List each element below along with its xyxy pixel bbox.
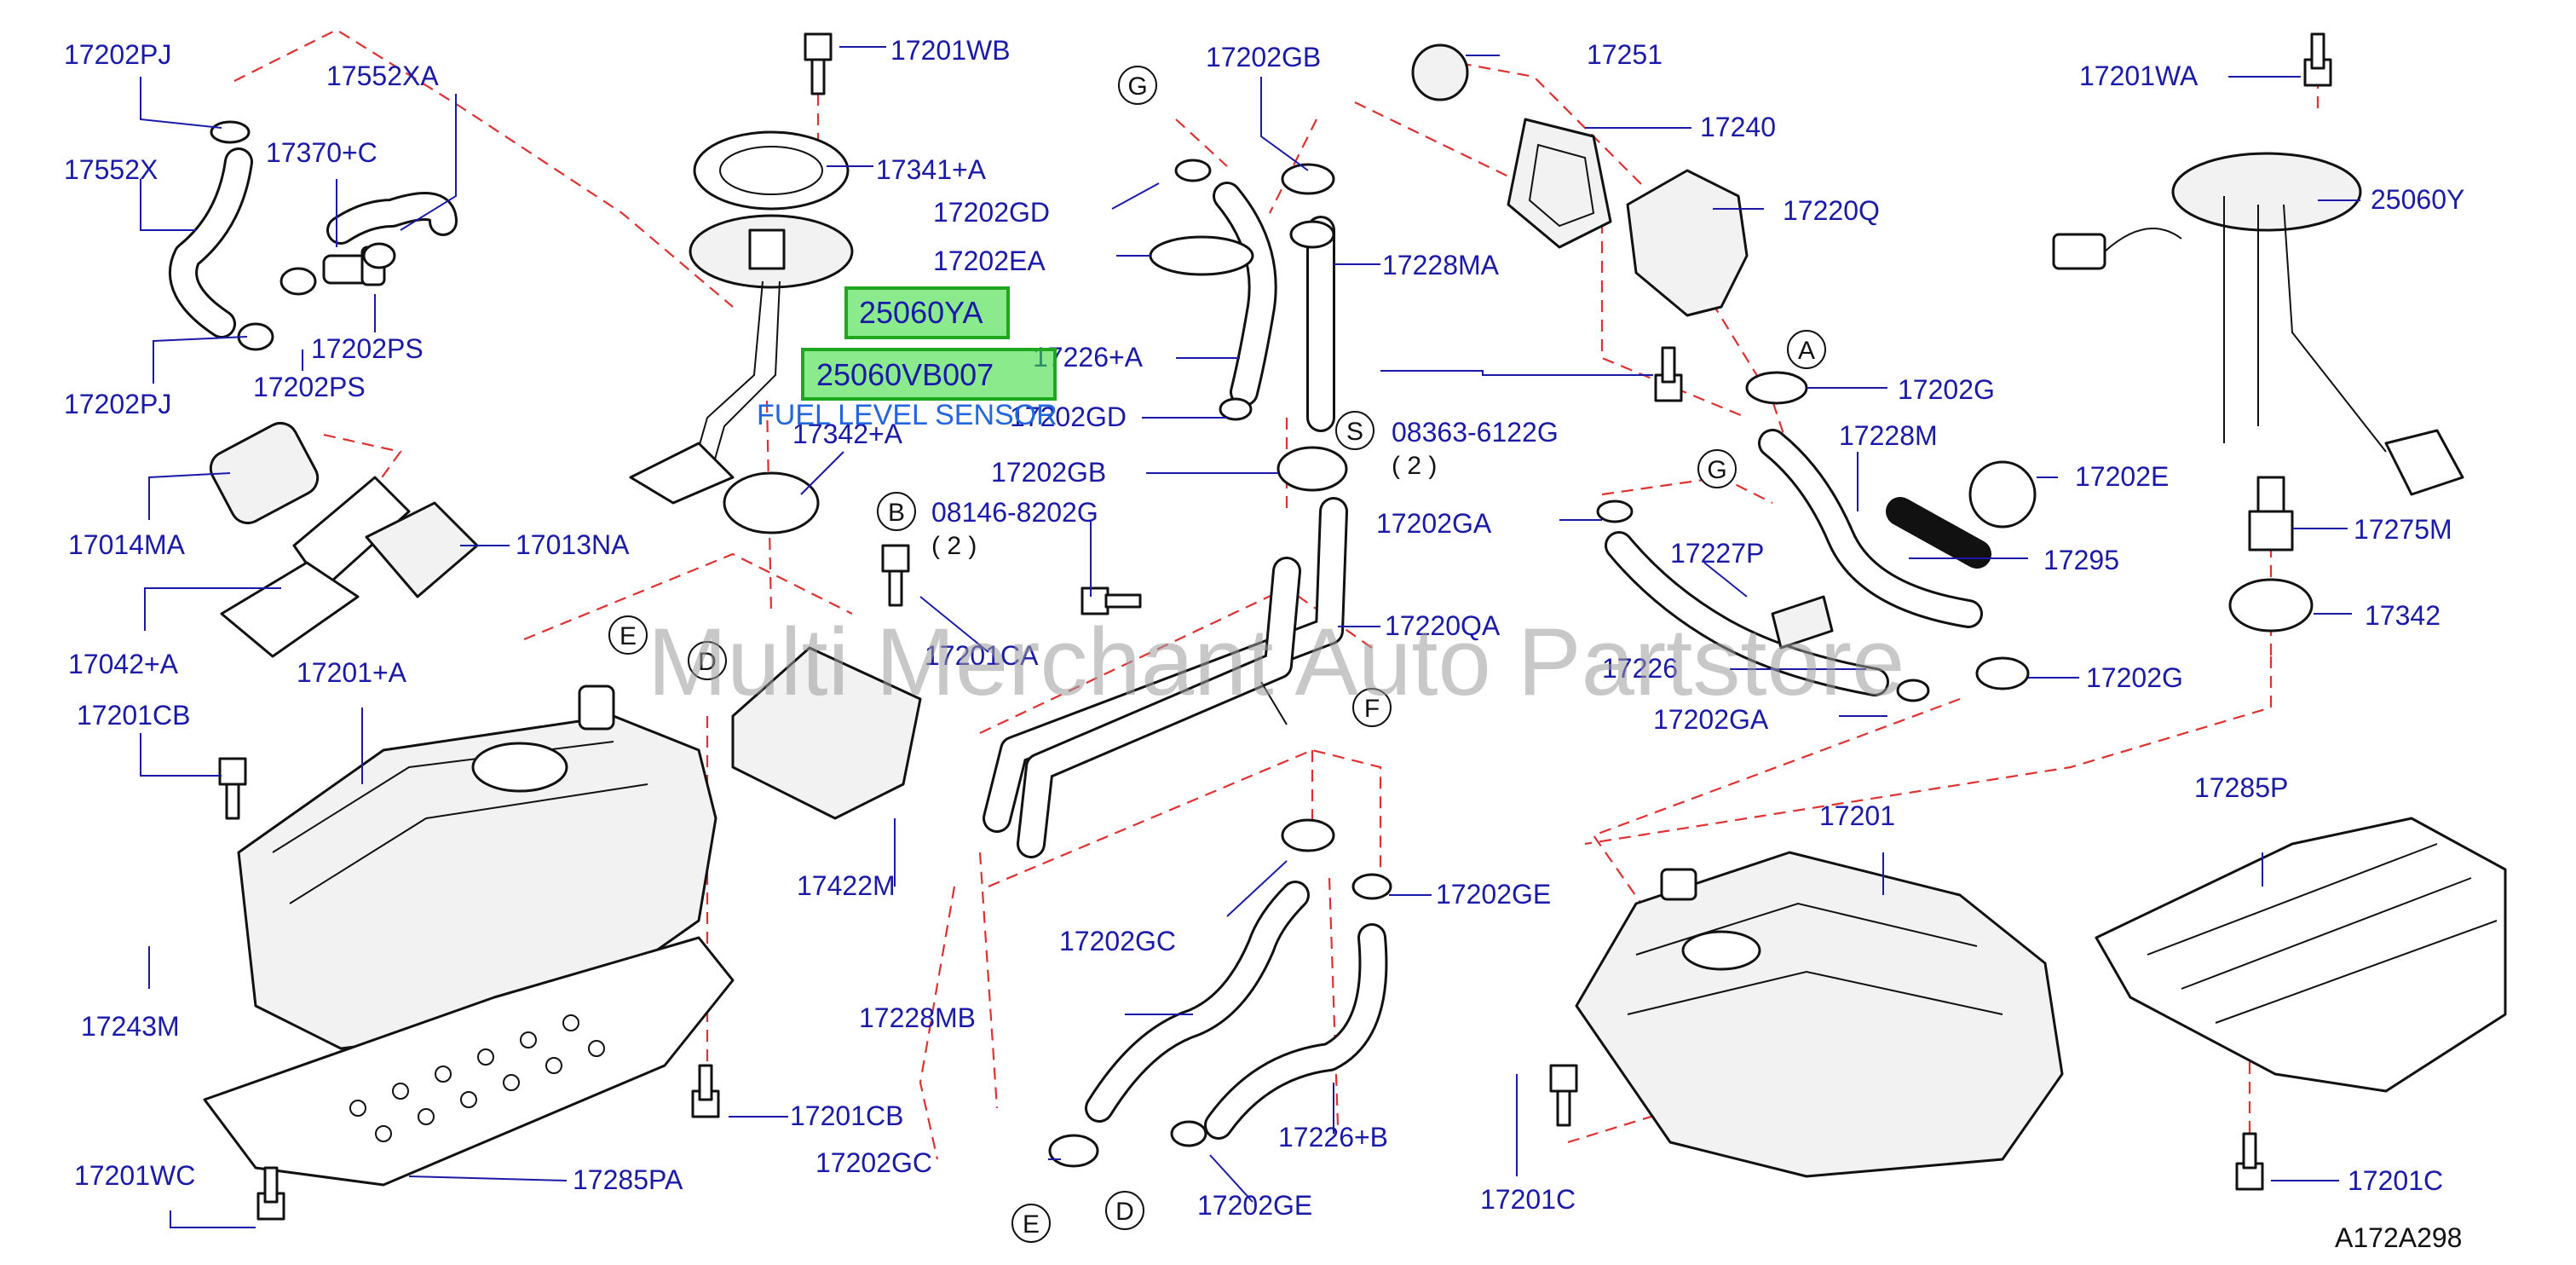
label-17202GC-a: 17202GC [1059, 926, 1176, 956]
label-25060YA[interactable]: 25060YA [859, 295, 983, 330]
label-17285PA: 17285PA [573, 1164, 683, 1195]
callout-d-top: D [688, 641, 727, 680]
label-17226B: 17226+B [1278, 1122, 1388, 1152]
label-17342A: 17342+A [792, 419, 903, 449]
label-leaders [140, 46, 2360, 1228]
label-17201WA: 17201WA [2079, 61, 2199, 91]
watermark: Multi Merchant Auto Partstore [648, 609, 1905, 715]
label-17201CB-a: 17201CB [77, 700, 190, 731]
label-17201WB: 17201WB [890, 35, 1011, 66]
label-17228M: 17228M [1839, 420, 1938, 451]
svg-text:S: S [1346, 418, 1363, 446]
diagram-reference: A172A298 [2335, 1222, 2462, 1253]
label-17201C-a: 17201C [1480, 1184, 1576, 1215]
callout-a: A [1787, 330, 1826, 369]
label-17202PJ-b: 17202PJ [64, 389, 171, 419]
svg-text:D: D [698, 648, 717, 676]
label-17226: 17226 [1602, 653, 1678, 684]
label-17202E: 17202E [2075, 461, 2169, 492]
part-drawings [169, 32, 2507, 1221]
label-17201CB-b: 17201CB [790, 1100, 903, 1131]
label-17201WC: 17201WC [74, 1160, 195, 1191]
label-17201C-b: 17201C [2348, 1165, 2443, 1196]
label-17370C: 17370+C [266, 137, 377, 168]
svg-text:B: B [888, 499, 905, 527]
highlight-box-25060YA[interactable] [844, 286, 1010, 339]
callout-g-top: G [1118, 66, 1157, 105]
label-17202GA-b: 17202GA [1653, 704, 1769, 735]
label-17202GD-a: 17202GD [933, 197, 1050, 228]
label-17042A: 17042+A [68, 649, 179, 679]
callout-f: F [1352, 688, 1392, 727]
fuel-level-sensor-text: FUEL LEVEL SENSOR [757, 399, 1057, 431]
label-17202GE-b: 17202GE [1197, 1190, 1312, 1221]
skid-holes-left [349, 1014, 605, 1142]
label-17201: 17201 [1819, 800, 1895, 831]
label-17220QA: 17220QA [1385, 610, 1501, 641]
label-17202GC-b: 17202GC [815, 1147, 932, 1178]
svg-text:E: E [620, 622, 637, 650]
label-17341A: 17341+A [876, 154, 987, 185]
label-08363-6122G: 08363-6122G [1392, 417, 1559, 448]
label-17552XA: 17552XA [326, 61, 439, 91]
label-17202GA-a: 17202GA [1376, 508, 1492, 539]
callout-e-bottom: E [1011, 1204, 1051, 1243]
label-17275M: 17275M [2354, 514, 2452, 545]
callout-e-top: E [608, 615, 648, 655]
label-17243M: 17243M [81, 1011, 180, 1042]
svg-text:E: E [1023, 1210, 1040, 1239]
label-17013NA: 17013NA [516, 529, 630, 560]
highlight-box-25060VB007[interactable] [801, 348, 1057, 401]
label-17220Q: 17220Q [1783, 195, 1880, 226]
label-17202PS-a: 17202PS [311, 333, 424, 364]
label-17202G-a: 17202G [1898, 374, 1995, 405]
label-17202PS-b: 17202PS [253, 372, 366, 402]
label-17202GE-a: 17202GE [1436, 879, 1551, 910]
callout-g-right: G [1697, 449, 1737, 488]
label-17202GB-a: 17202GB [1206, 42, 1321, 72]
label-17014MA: 17014MA [68, 529, 186, 560]
svg-text:F: F [1364, 695, 1380, 723]
label-17202EA: 17202EA [933, 245, 1046, 276]
label-25060Y: 25060Y [2371, 184, 2464, 215]
svg-text:D: D [1115, 1198, 1134, 1226]
label-17295: 17295 [2043, 545, 2119, 575]
svg-text:A: A [1798, 337, 1815, 365]
callout-d-bottom: D [1105, 1191, 1144, 1230]
label-17202GD-b: 17202GD [1010, 401, 1127, 432]
highlighted-part[interactable]: 25060YA 25060VB007 FUEL LEVEL SENSOR [757, 286, 1057, 431]
svg-text:G: G [1127, 72, 1147, 101]
label-17201A: 17201+A [297, 657, 407, 688]
part-labels: 17202PJ 17552XA 17552X 17370+C 17202PS 1… [64, 35, 2464, 1221]
label-17201CA: 17201CA [925, 640, 1039, 671]
bolt-icons [218, 32, 2332, 1221]
label-17228MB: 17228MB [859, 1002, 976, 1033]
callout-circles: G S B A G E D F E D [608, 66, 1826, 1243]
label-17202PJ: 17202PJ [64, 39, 171, 70]
label-08146-8202G: 08146-8202G [931, 497, 1098, 528]
label-17202G-b: 17202G [2086, 662, 2183, 693]
label-25060VB007[interactable]: 25060VB007 [816, 357, 994, 392]
qty-s: ( 2 ) [1392, 452, 1437, 480]
label-17202GB-b: 17202GB [991, 457, 1106, 488]
label-17227P: 17227P [1670, 538, 1764, 569]
label-17342: 17342 [2365, 600, 2441, 631]
label-17251: 17251 [1587, 39, 1663, 70]
label-17552X: 17552X [64, 154, 158, 185]
svg-text:G: G [1707, 456, 1726, 484]
label-17422M: 17422M [797, 870, 896, 901]
callout-b: B [877, 492, 916, 531]
label-17228MA: 17228MA [1382, 250, 1500, 280]
label-17240: 17240 [1700, 112, 1776, 142]
callout-s: S [1335, 411, 1374, 450]
label-17285P: 17285P [2194, 772, 2288, 803]
qty-b: ( 2 ) [931, 532, 977, 560]
